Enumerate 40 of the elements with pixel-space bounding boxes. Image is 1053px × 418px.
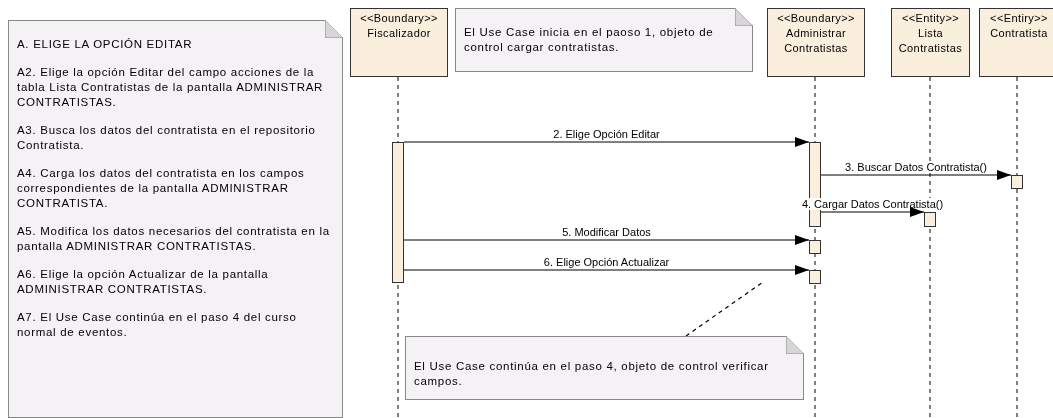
- lifeline-header: [979, 8, 1053, 77]
- note-text: A4. Carga los datos del contratista en los campos correspondientes de la pantalla ADMINISTRAR CONTRATISTA.: [17, 166, 306, 211]
- activation-bar: [809, 270, 821, 284]
- note-text: A5. Modifica los datos necesarios del contratista en la pantalla ADMINISTRAR CONTRATISTAS.: [17, 224, 331, 254]
- leader-line: [685, 281, 764, 337]
- message-arrow: [403, 265, 810, 275]
- message-label: 2. Elige Opción Editar: [553, 128, 660, 140]
- lifeline-header: [767, 8, 865, 77]
- object-name: Lista Contratistas: [897, 26, 964, 56]
- note-text: A6. Elige la opción Actualizar de la pantalla ADMINISTRAR CONTRATISTAS.: [17, 267, 270, 297]
- note-card: [8, 20, 343, 418]
- message-label: 6. Elige Opción Actualizar: [543, 256, 670, 268]
- message-arrow: [403, 235, 810, 245]
- message-label: 5. Modificar Datos: [562, 226, 651, 238]
- lifeline-header: [891, 8, 970, 77]
- activation-bar: [392, 142, 404, 283]
- note-text: A2. Elige la opción Editar del campo acciones de la tabla Lista Contratistas de la pantalla ADMINISTRAR CONTRATISTAS.: [17, 65, 325, 110]
- note-text: A3. Busca los datos del contratista en el repositorio Contratista.: [17, 123, 317, 153]
- object-name: Administrar Contratistas: [783, 26, 849, 56]
- message-arrow: [820, 170, 1012, 180]
- note-text: El Use Case inicia en el paoso 1, objeto de control cargar contratistas.: [464, 25, 715, 55]
- activation-bar: [809, 240, 821, 254]
- activation-bar: [1011, 175, 1023, 189]
- activation-bar: [924, 212, 936, 227]
- message-label: 4. Cargar Datos Contratista(): [801, 198, 944, 210]
- message-label: 3. Buscar Datos Contratista(): [845, 161, 987, 173]
- object-name: Fiscalizador: [366, 26, 432, 41]
- note-text: El Use Case continúa en el paso 4, objeto de control verificar campos.: [414, 359, 770, 389]
- object-name: Contratista: [989, 26, 1049, 41]
- lifeline-header: [350, 8, 448, 77]
- note-card: [405, 336, 804, 400]
- note-text: A. ELIGE LA OPCIÓN EDITAR: [17, 37, 194, 52]
- message-arrow: [403, 137, 810, 147]
- stereotype-label: <<Boundary>>: [359, 11, 439, 26]
- stereotype-label: <<Entity>>: [900, 11, 961, 26]
- note-card: [455, 8, 753, 72]
- message-arrow: [820, 207, 925, 217]
- stereotype-label: <<Boundary>>: [776, 11, 856, 26]
- note-text: A7. El Use Case continúa en el paso 4 del curso normal de eventos.: [17, 310, 298, 340]
- stereotype-label: <<Entiry>>: [989, 11, 1049, 26]
